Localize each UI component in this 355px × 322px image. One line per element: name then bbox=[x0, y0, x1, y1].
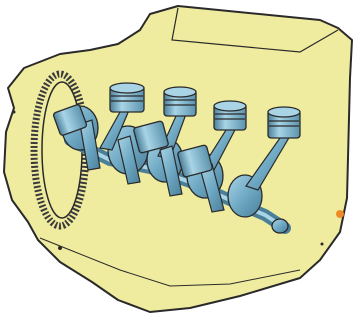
piston bbox=[164, 87, 196, 116]
crank-snout bbox=[272, 219, 288, 233]
marker-dot bbox=[336, 210, 344, 218]
piston bbox=[214, 101, 246, 130]
piston bbox=[110, 83, 144, 112]
piston bbox=[268, 107, 300, 138]
